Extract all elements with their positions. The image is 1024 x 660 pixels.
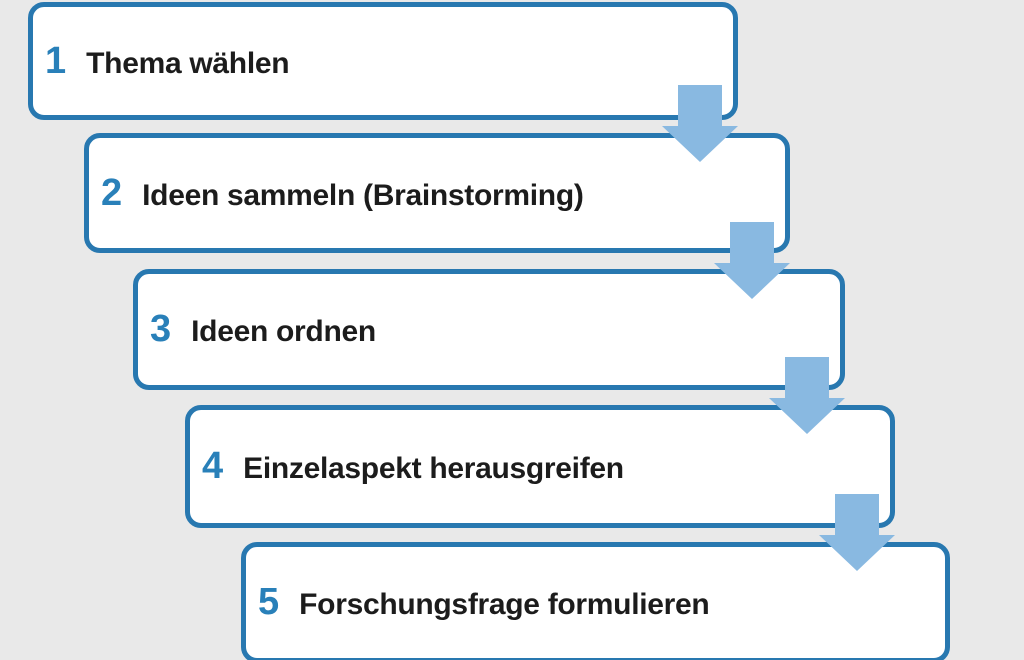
arrow-down-icon — [769, 357, 845, 434]
step-label: Forschungsfrage formulieren — [299, 588, 710, 621]
step-line: 1 Thema wählen — [45, 40, 733, 83]
step-number: 3 — [150, 308, 172, 350]
step-box-2: 2 Ideen sammeln (Brainstorming) — [84, 133, 790, 253]
step-box-5: 5 Forschungsfrage formulieren — [241, 542, 950, 660]
arrow-down-icon — [819, 494, 895, 571]
step-box-3: 3 Ideen ordnen — [133, 269, 845, 390]
step-label: Einzelaspekt herausgreifen — [243, 452, 624, 485]
step-label: Ideen ordnen — [191, 315, 376, 348]
step-line: 3 Ideen ordnen — [150, 308, 840, 351]
step-line: 4 Einzelaspekt herausgreifen — [202, 445, 890, 488]
step-label: Thema wählen — [86, 46, 290, 80]
arrow-down-icon — [662, 85, 738, 162]
step-number: 5 — [258, 581, 280, 623]
step-box-4: 4 Einzelaspekt herausgreifen — [185, 405, 895, 528]
step-line: 2 Ideen sammeln (Brainstorming) — [101, 172, 785, 215]
step-box-1: 1 Thema wählen — [28, 2, 738, 120]
step-number: 4 — [202, 445, 224, 487]
step-number: 1 — [45, 39, 67, 82]
step-label: Ideen sammeln (Brainstorming) — [142, 178, 584, 212]
step-number: 2 — [101, 171, 123, 214]
step-line: 5 Forschungsfrage formulieren — [258, 581, 945, 624]
arrow-down-icon — [714, 222, 790, 299]
